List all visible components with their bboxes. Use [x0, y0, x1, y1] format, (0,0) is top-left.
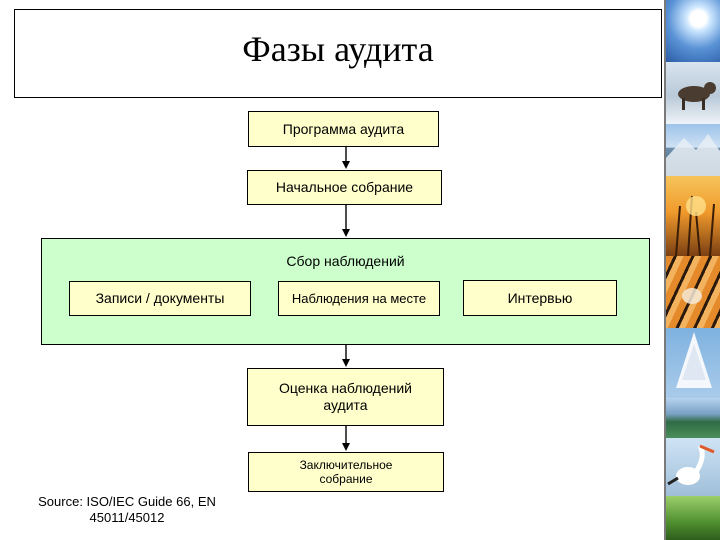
- box-evaluation: Оценка наблюдений аудита: [247, 368, 444, 426]
- landscape-photo: [666, 496, 720, 540]
- arrow-collection-to-evaluation: [342, 345, 350, 367]
- source-line1: Source: ISO/IEC Guide 66, EN: [38, 494, 216, 509]
- page-title: Фазы аудита: [242, 29, 434, 69]
- tree-shape: [676, 332, 712, 388]
- box-audit-program-label: Программа аудита: [282, 120, 405, 137]
- box-interview: Интервью: [463, 280, 617, 316]
- box-closing-meeting-line2: собрание: [319, 472, 373, 486]
- arrow-opening-to-collection: [342, 205, 350, 237]
- stork-photo: [666, 438, 720, 496]
- sun-sky-photo: [666, 0, 720, 62]
- tiger-face-shape: [682, 288, 702, 304]
- sunset-grass-photo: [666, 176, 720, 256]
- wolf-shape: [678, 82, 716, 110]
- box-onsite-observations-label: Наблюдения на месте: [291, 290, 427, 306]
- mountain-photo: [666, 124, 720, 176]
- box-closing-meeting-line1: Заключительное: [299, 457, 393, 472]
- source-note: Source: ISO/IEC Guide 66, EN 45011/45012: [22, 494, 232, 527]
- box-evaluation-line1: Оценка наблюдений: [279, 380, 412, 397]
- mountain-lake-photo: [666, 398, 720, 438]
- box-closing-meeting: Заключительное собрание: [248, 452, 444, 492]
- grass-shape: [675, 195, 715, 256]
- box-opening-meeting-label: Начальное собрание: [275, 179, 414, 196]
- title-box: Фазы аудита: [14, 9, 662, 98]
- stork-shape: [667, 444, 715, 486]
- box-opening-meeting: Начальное собрание: [247, 170, 442, 205]
- box-audit-program: Программа аудита: [248, 111, 439, 147]
- group-observation-collection-label: Сбор наблюдений: [286, 253, 405, 269]
- source-line2: 45011/45012: [89, 510, 165, 526]
- box-evaluation-line2: аудита: [323, 397, 368, 413]
- arrow-evaluation-to-closing: [342, 426, 350, 451]
- snowy-tree-photo: [666, 328, 720, 398]
- mountain-shape: [666, 134, 720, 176]
- arrow-program-to-opening: [342, 147, 350, 169]
- box-records-documents: Записи / документы: [69, 281, 251, 316]
- box-onsite-observations: Наблюдения на месте: [278, 281, 440, 316]
- wolf-photo: [666, 62, 720, 124]
- decorative-photo-strip: [664, 0, 720, 540]
- tiger-photo: [666, 256, 720, 328]
- box-records-documents-label: Записи / документы: [95, 290, 225, 307]
- box-interview-label: Интервью: [507, 289, 573, 306]
